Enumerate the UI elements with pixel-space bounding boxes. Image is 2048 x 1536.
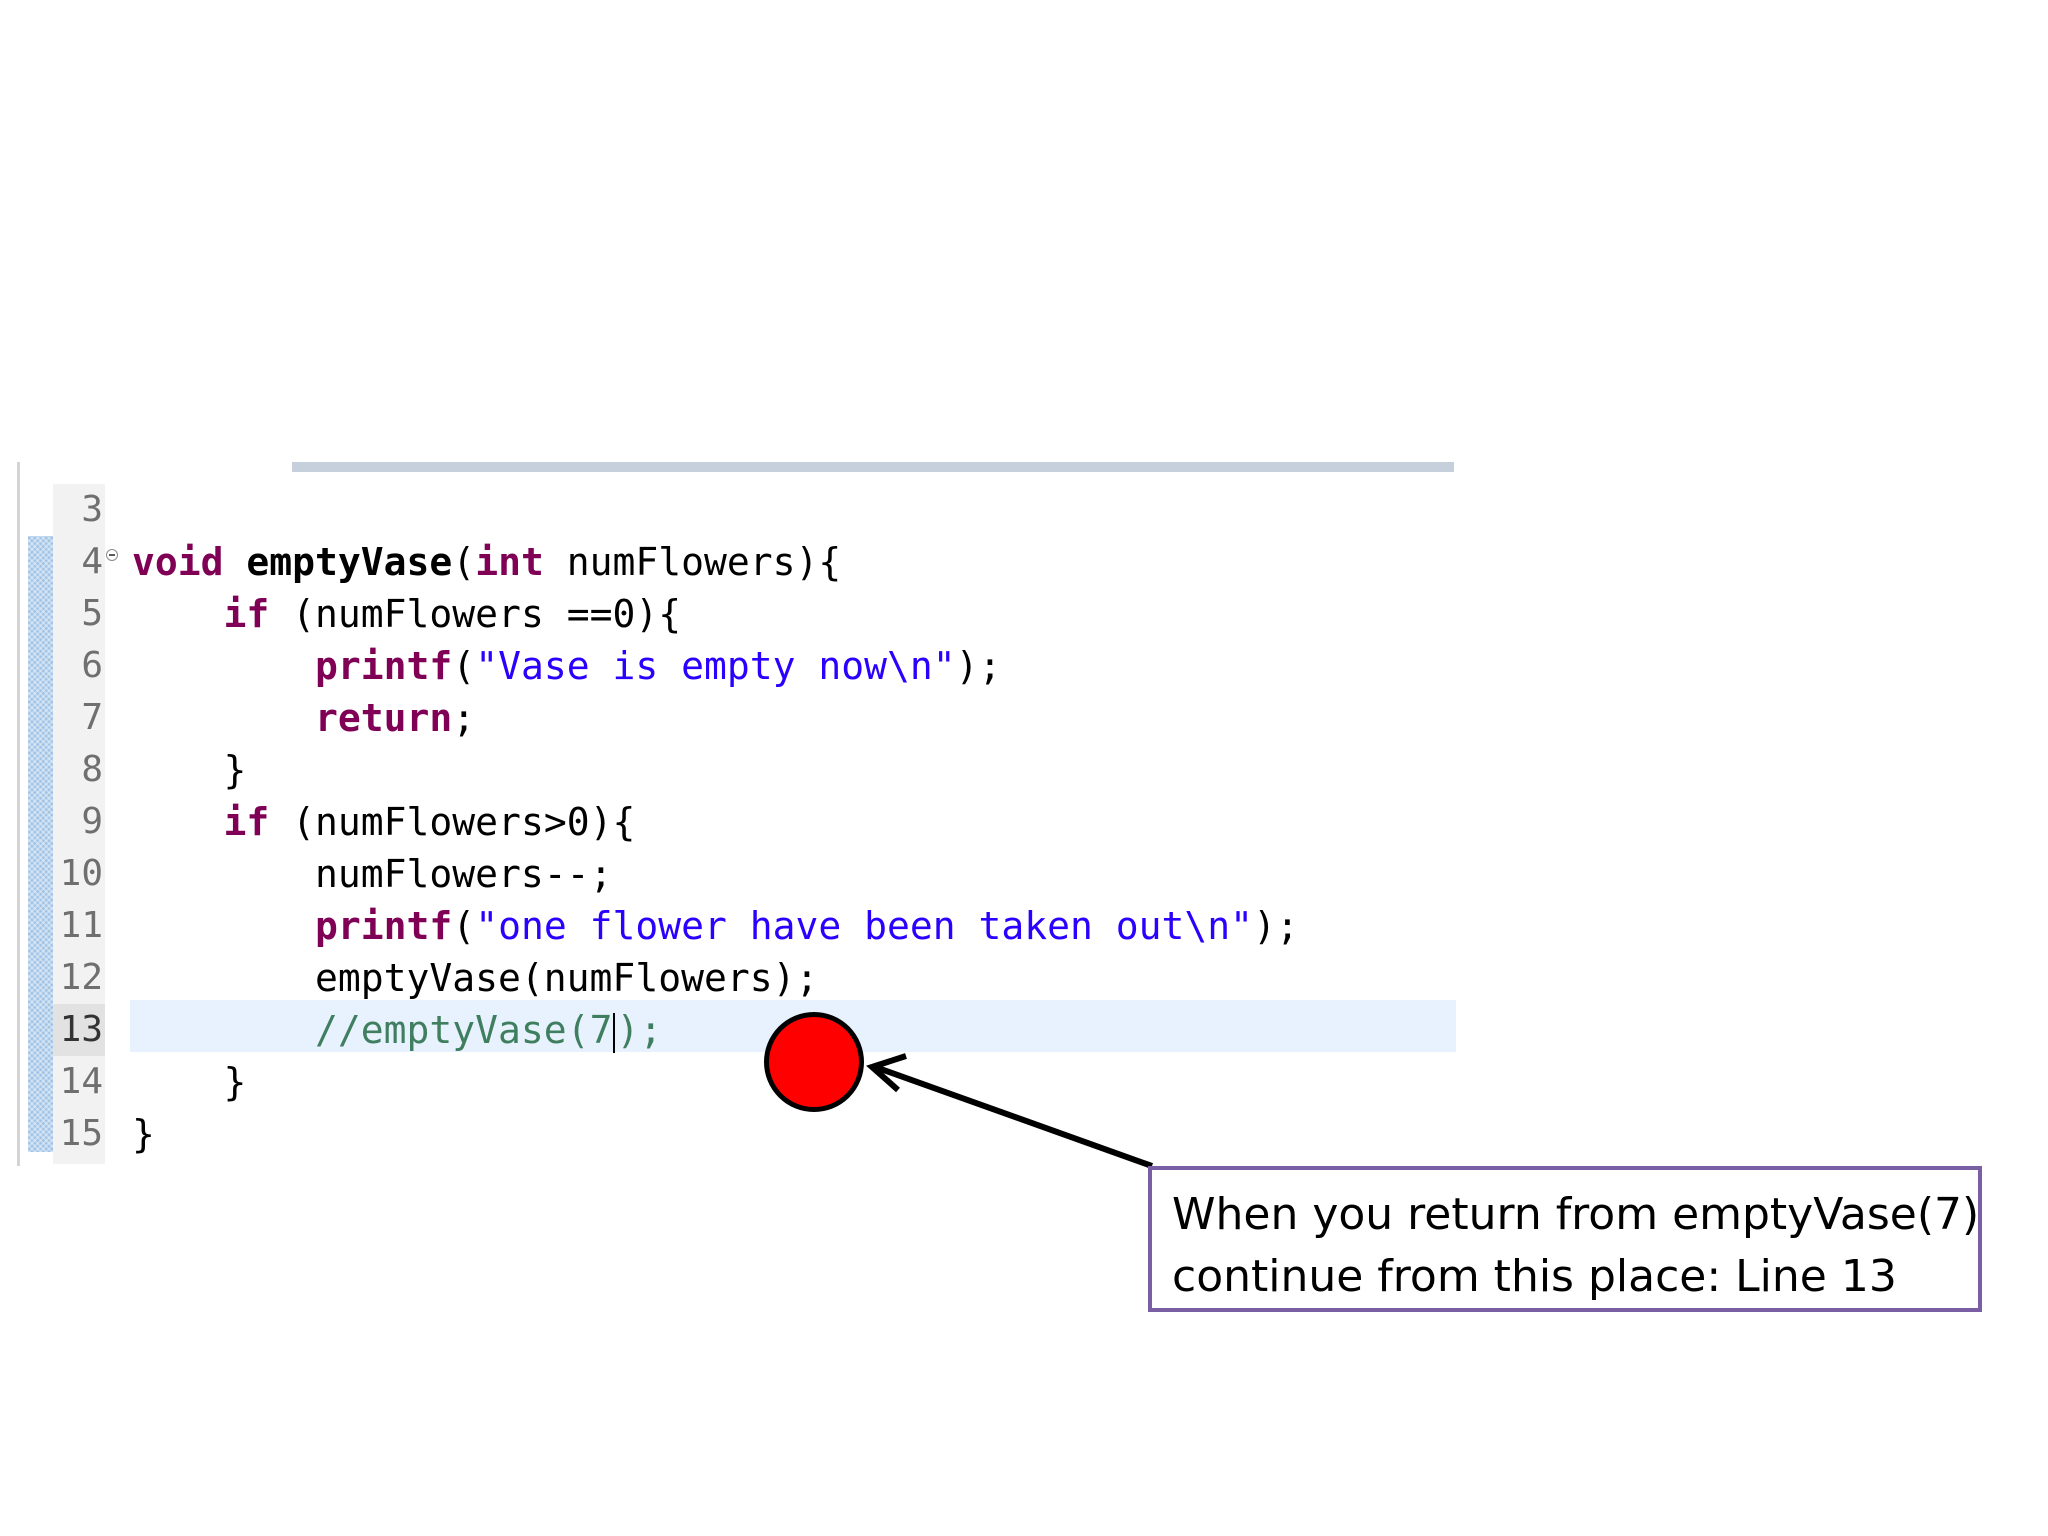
- callout-line-1: When you return from emptyVase(7): [1172, 1189, 1980, 1240]
- line-number: 6: [81, 645, 103, 686]
- callout-line-2: continue from this place: Line 13: [1172, 1251, 1897, 1302]
- code-token: }: [132, 748, 247, 792]
- code-token: );: [1253, 904, 1299, 948]
- code-token: "Vase is empty now\n": [475, 644, 956, 688]
- line-number: 3: [81, 489, 103, 530]
- line-number: 13: [53, 1004, 105, 1056]
- line-number: 7: [81, 697, 103, 738]
- code-token: if: [223, 800, 270, 844]
- code-text: //emptyVase(7);: [132, 1004, 662, 1056]
- code-text: printf("one flower have been taken out\n…: [132, 900, 1299, 952]
- code-token: //emptyVase(7: [315, 1008, 613, 1052]
- code-token: [132, 644, 315, 688]
- code-token: return: [315, 696, 453, 740]
- code-token: emptyVase: [246, 540, 453, 584]
- code-token: printf: [315, 644, 453, 688]
- code-line[interactable]: 15}: [0, 1108, 1460, 1160]
- text-caret: [613, 1012, 616, 1053]
- code-token: (numFlowers ==0){: [269, 592, 682, 636]
- code-token: [132, 592, 224, 636]
- code-line[interactable]: 3: [0, 484, 1460, 536]
- line-number: 14: [59, 1061, 103, 1102]
- code-line[interactable]: 8 }: [0, 744, 1460, 796]
- code-line[interactable]: 10 numFlowers--;: [0, 848, 1460, 900]
- code-token: (: [452, 644, 476, 688]
- callout-box: When you return from emptyVase(7) contin…: [1148, 1166, 1982, 1312]
- line-number: 5: [81, 593, 103, 634]
- code-token: );: [955, 644, 1002, 688]
- line-number: 8: [81, 749, 103, 790]
- code-token: [132, 800, 224, 844]
- code-text: }: [132, 1056, 247, 1108]
- code-text: return;: [132, 692, 475, 744]
- code-token: [132, 1008, 315, 1052]
- code-token: (numFlowers>0){: [269, 800, 636, 844]
- code-text: void emptyVase(int numFlowers){: [132, 536, 841, 588]
- code-token: [132, 696, 315, 740]
- change-ruler: [28, 536, 53, 1152]
- line-number: 11: [59, 905, 103, 946]
- code-token: [132, 904, 315, 948]
- code-token: int: [475, 540, 544, 584]
- code-text: if (numFlowers>0){: [132, 796, 636, 848]
- red-dot-marker: [764, 1012, 864, 1112]
- code-token: void: [132, 540, 224, 584]
- code-line[interactable]: 6 printf("Vase is empty now\n");: [0, 640, 1460, 692]
- editor-top-border: [292, 462, 1454, 472]
- line-number: 10: [59, 853, 103, 894]
- code-line[interactable]: 12 emptyVase(numFlowers);: [0, 952, 1460, 1004]
- code-token: printf: [315, 904, 453, 948]
- code-token: numFlowers--;: [132, 852, 613, 896]
- code-text: }: [132, 744, 247, 796]
- code-text: printf("Vase is empty now\n");: [132, 640, 1001, 692]
- code-line[interactable]: 11 printf("one flower have been taken ou…: [0, 900, 1460, 952]
- code-token: (: [452, 904, 476, 948]
- fold-collapse-icon[interactable]: [106, 549, 118, 561]
- line-number: 15: [59, 1113, 103, 1154]
- code-line[interactable]: 7 return;: [0, 692, 1460, 744]
- line-number: 12: [59, 957, 103, 998]
- code-line[interactable]: 14 }: [0, 1056, 1460, 1108]
- code-line[interactable]: 4 void emptyVase(int numFlowers){: [0, 536, 1460, 588]
- code-token: [224, 540, 247, 584]
- code-token: "one flower have been taken out\n": [475, 904, 1254, 948]
- code-token: (: [452, 540, 476, 584]
- code-token: if: [223, 592, 270, 636]
- code-line[interactable]: 5 if (numFlowers ==0){: [0, 588, 1460, 640]
- line-number: 9: [81, 801, 103, 842]
- code-text: numFlowers--;: [132, 848, 612, 900]
- editor-left-border: [17, 462, 20, 1166]
- code-token: );: [616, 1008, 663, 1052]
- code-token: }: [132, 1112, 155, 1156]
- code-text: emptyVase(numFlowers);: [132, 952, 818, 1004]
- code-token: numFlowers){: [543, 540, 842, 584]
- code-token: ;: [452, 696, 476, 740]
- code-token: }: [132, 1060, 247, 1104]
- code-text: }: [132, 1108, 155, 1160]
- code-line[interactable]: 13 //emptyVase(7);: [0, 1004, 1460, 1056]
- code-token: emptyVase(numFlowers);: [132, 956, 819, 1000]
- code-text: if (numFlowers ==0){: [132, 588, 682, 640]
- line-number: 4: [81, 541, 103, 582]
- code-line[interactable]: 9 if (numFlowers>0){: [0, 796, 1460, 848]
